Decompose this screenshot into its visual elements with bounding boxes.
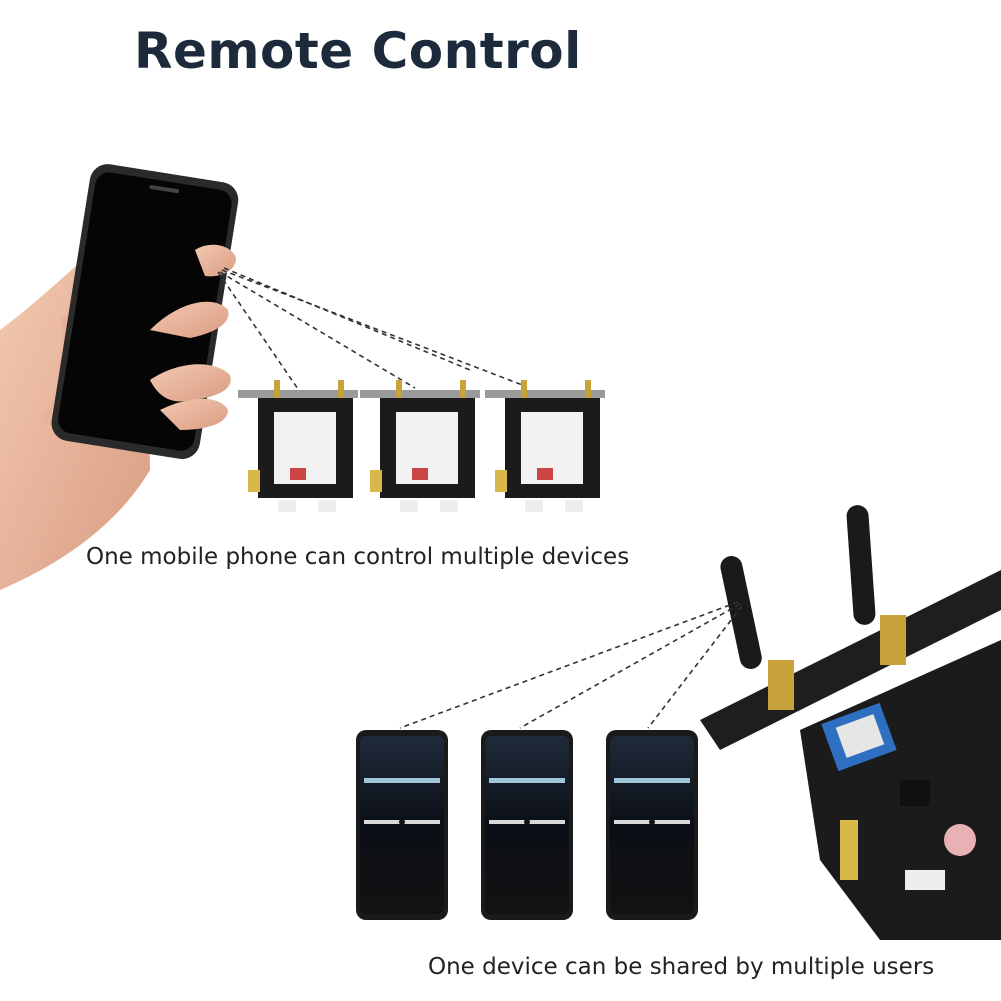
connection-lines-bottom bbox=[399, 601, 743, 729]
phone-3 bbox=[606, 730, 698, 920]
hand-phone-image bbox=[0, 164, 239, 590]
phone-1 bbox=[356, 730, 448, 920]
pcie-card-2 bbox=[360, 380, 480, 512]
phone-2 bbox=[481, 730, 573, 920]
page-title: Remote Control bbox=[134, 22, 582, 80]
caption-bottom: One device can be shared by multiple use… bbox=[428, 954, 935, 980]
pcie-card-1 bbox=[238, 380, 358, 512]
caption-top: One mobile phone can control multiple de… bbox=[86, 544, 630, 570]
connection-lines-top bbox=[217, 267, 526, 393]
large-pcie-card-image bbox=[700, 505, 1001, 940]
pcie-card-3 bbox=[485, 380, 605, 512]
